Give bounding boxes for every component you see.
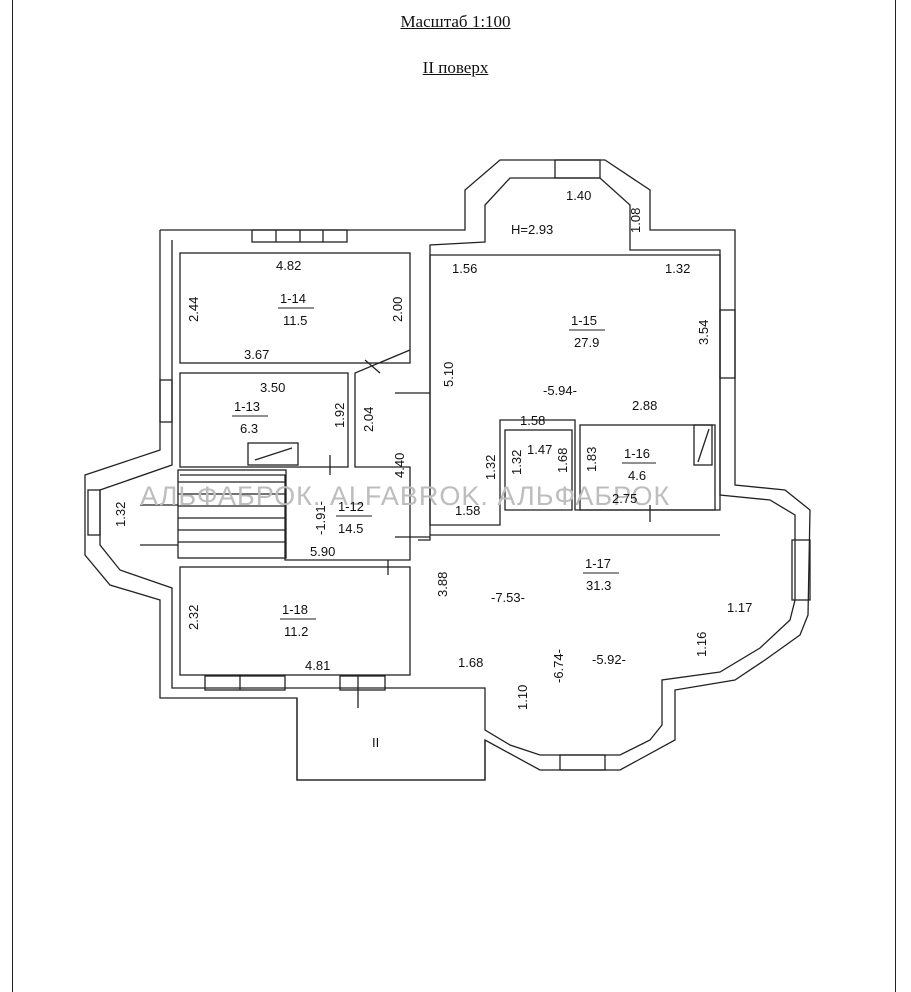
- window: [87, 489, 101, 536]
- dim-label: 4.40: [392, 453, 407, 478]
- room-1-12-area: 14.5: [338, 521, 363, 536]
- inner-wall: [99, 177, 796, 756]
- room-1-12-id: 1-12: [338, 499, 364, 514]
- window: [559, 754, 606, 771]
- dim-label: 1.17: [727, 600, 752, 615]
- window: [554, 159, 601, 179]
- wardrobe-wall: [504, 429, 573, 511]
- room-1-18-id: 1-18: [282, 602, 308, 617]
- dim-label: 1.83: [584, 447, 599, 472]
- room-1-16-wall: [579, 424, 716, 511]
- dim-label: 1.32: [509, 450, 524, 475]
- dim-label: 1.32: [665, 261, 690, 276]
- room-1-17-area: 31.3: [586, 578, 611, 593]
- floor-heading: II поверх: [422, 58, 489, 77]
- sheet-right-edge: [895, 0, 896, 992]
- room-1-17-id: 1-17: [585, 556, 611, 571]
- dim-label: -1.91-: [313, 501, 328, 535]
- window: [339, 675, 386, 691]
- dim-label: 1.08: [628, 208, 643, 233]
- sheet-left-edge: [12, 0, 13, 992]
- window: [719, 309, 736, 379]
- dim-label: 1.58: [520, 413, 545, 428]
- room-1-14-wall: [179, 252, 411, 364]
- room-1-15-id: 1-15: [571, 313, 597, 328]
- balcony-outline: [296, 698, 486, 781]
- dim-label: 4.81: [305, 658, 330, 673]
- window: [159, 379, 173, 423]
- room-1-18-wall: [179, 566, 411, 676]
- dim-label: 3.67: [244, 347, 269, 362]
- dim-label: 2.44: [186, 297, 201, 322]
- dim-label: 1.68: [458, 655, 483, 670]
- dim-label: -7.53-: [491, 590, 525, 605]
- window: [204, 675, 286, 691]
- dim-label: 2.75: [612, 491, 637, 506]
- dim-label: -5.94-: [543, 383, 577, 398]
- dim-label: 3.88: [435, 572, 450, 597]
- dim-label: 1.47: [527, 442, 552, 457]
- room-1-13-wall: [179, 372, 349, 468]
- room-1-15-area: 27.9: [574, 335, 599, 350]
- cabinet-diagonal: [697, 428, 710, 463]
- dim-label: 5.90: [310, 544, 335, 559]
- outer-wall: [84, 159, 811, 781]
- corridor-wall: [180, 349, 411, 561]
- dim-label: 1.56: [452, 261, 477, 276]
- window: [791, 539, 811, 601]
- room-1-18-area: 11.2: [284, 624, 308, 639]
- vent-box: [247, 442, 299, 466]
- dim-label: 1.10: [515, 685, 530, 710]
- dim-label: 4.82: [276, 258, 301, 273]
- watermark: АЛЬФАБРОК. ALFABROK. АЛЬФАБРОК: [140, 481, 670, 511]
- dim-label: 2.32: [186, 605, 201, 630]
- door-mark: [364, 359, 381, 374]
- dim-label: 1.58: [455, 503, 480, 518]
- room-1-13-id: 1-13: [234, 399, 260, 414]
- dim-label: -5.92-: [592, 652, 626, 667]
- vent-diagonal: [254, 447, 293, 461]
- room-1-16-id: 1-16: [624, 446, 650, 461]
- dim-label: -6.74-: [551, 649, 566, 683]
- dim-label: 2.88: [632, 398, 657, 413]
- stair-block: [177, 469, 287, 559]
- dim-label: 1.16: [694, 632, 709, 657]
- scale-heading: Масштаб 1:100: [400, 12, 511, 31]
- cabinet-box: [693, 424, 713, 466]
- dim-label: 1.40: [566, 188, 591, 203]
- room-1-13-area: 6.3: [240, 421, 258, 436]
- dim-label: 3.54: [696, 320, 711, 345]
- room-1-14-area: 11.5: [283, 313, 307, 328]
- room-1-16-area: 4.6: [628, 468, 646, 483]
- dim-label: 2.04: [361, 407, 376, 432]
- dim-label: 1.32: [483, 455, 498, 480]
- room-1-14-id: 1-14: [280, 291, 306, 306]
- balcony-label: II: [372, 735, 379, 750]
- dim-label: 1.92: [332, 403, 347, 428]
- dim-label: 5.10: [441, 362, 456, 387]
- dim-label: 2.00: [390, 297, 405, 322]
- dim-label: 3.50: [260, 380, 285, 395]
- dim-label: 1.32: [113, 502, 128, 527]
- dim-label: 1.68: [555, 448, 570, 473]
- ceiling-height: H=2.93: [511, 222, 553, 237]
